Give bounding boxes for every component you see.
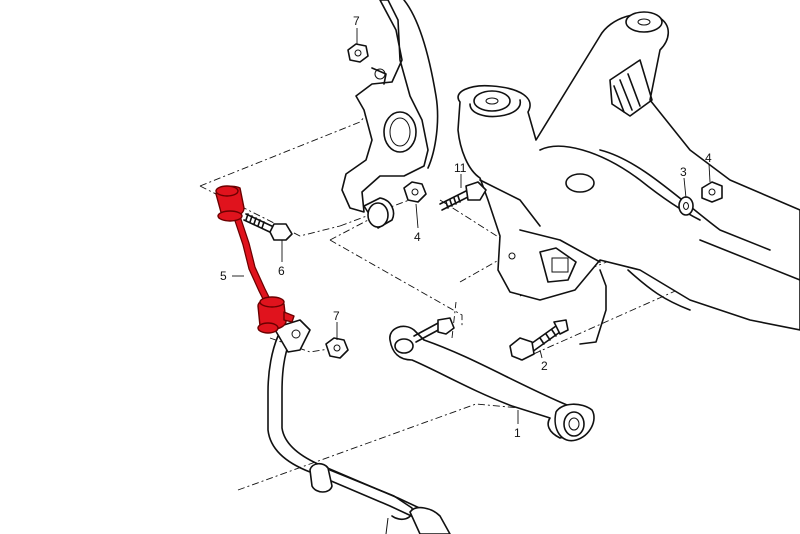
callout-5: 5 [220, 269, 227, 283]
hardware [243, 43, 723, 361]
callout-7-top: 7 [353, 14, 360, 28]
bolt-2 [509, 319, 569, 361]
callout-4-right: 4 [705, 151, 712, 165]
callout-6: 6 [278, 264, 285, 278]
coupling-rod-highlighted [215, 185, 295, 334]
nut-4-left [403, 181, 427, 203]
bolt-6 [243, 213, 293, 241]
callout-11: 11 [454, 161, 467, 175]
callout-1: 1 [514, 426, 521, 440]
link-front-bolt [413, 317, 455, 343]
washer-3 [678, 196, 694, 216]
bolt-11 [439, 181, 487, 211]
nut-4-right [701, 181, 723, 203]
callouts: 7 11 3 4 4 5 6 7 2 1 [220, 14, 712, 440]
leader-lines [232, 28, 711, 424]
callout-2: 2 [541, 359, 548, 373]
callout-3: 3 [680, 165, 687, 179]
callout-7-lower: 7 [333, 309, 340, 323]
nut-7-lower [325, 337, 349, 359]
callout-4-left: 4 [414, 230, 421, 244]
stabilizer-bar [267, 319, 451, 534]
nut-7-top [347, 43, 369, 63]
transverse-link [389, 325, 595, 442]
wheel-bearing-housing [341, 0, 439, 229]
subframe-body [457, 11, 800, 345]
